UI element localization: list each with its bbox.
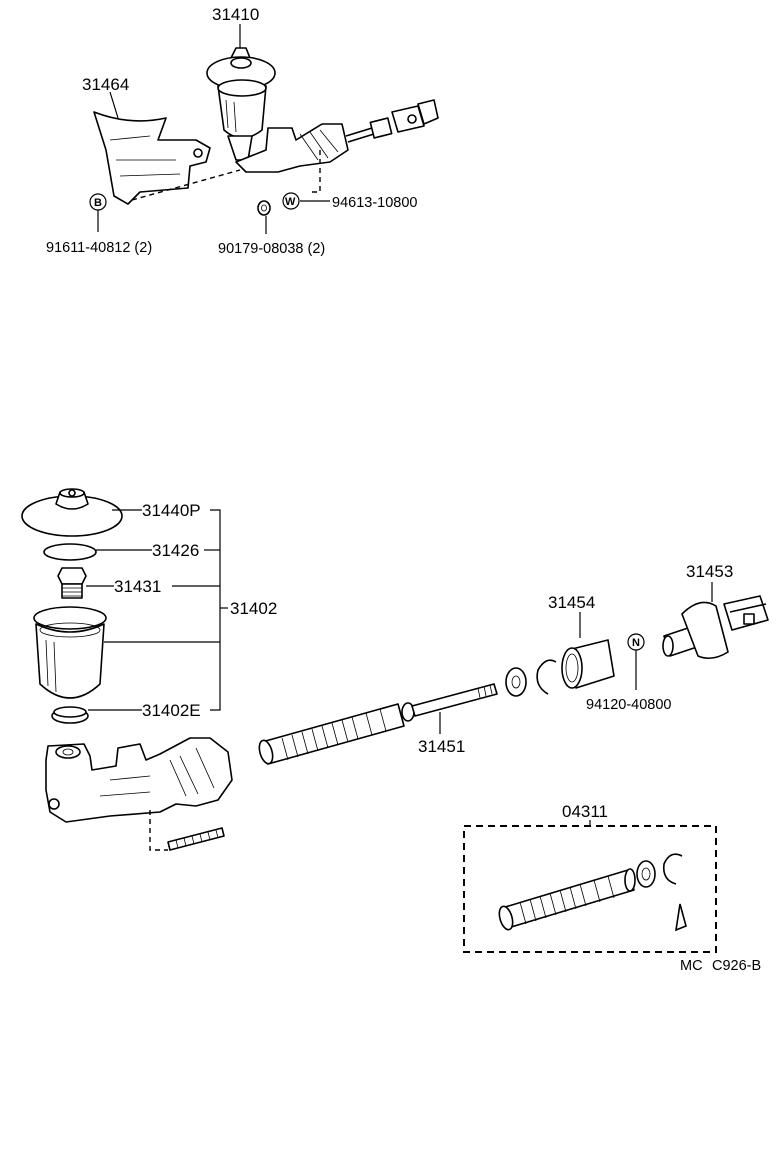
label-31410: 31410 <box>212 5 259 24</box>
alignment-dashes-washer <box>312 150 321 193</box>
kit-snap-ring[interactable] <box>662 853 683 885</box>
washer[interactable] <box>505 667 527 697</box>
label-31402: 31402 <box>230 599 277 618</box>
washer-symbol-icon <box>282 192 300 210</box>
kit-washer[interactable] <box>636 860 656 888</box>
footer-code: MC <box>680 958 703 974</box>
grommet-31402E[interactable] <box>51 706 89 724</box>
master-cylinder-top[interactable] <box>235 99 439 173</box>
label-31440P: 31440P <box>142 501 201 520</box>
nut-90179[interactable] <box>257 200 271 216</box>
label-31464: 31464 <box>82 75 129 94</box>
label-31454: 31454 <box>548 593 595 612</box>
leader-31464 <box>109 91 119 119</box>
bracket-31402 <box>210 509 221 711</box>
reservoir-top-assembly[interactable] <box>206 47 276 161</box>
alignment-dashes-stud <box>149 810 168 851</box>
label-90179: 90179-08038 (2) <box>218 241 325 257</box>
footer-figure-id: C926-B <box>712 958 761 974</box>
label-31453: 31453 <box>686 562 733 581</box>
washer-symbol-letter: W <box>285 196 296 208</box>
label-04311[interactable]: 04311 <box>562 802 608 821</box>
kit-piston[interactable] <box>497 868 636 931</box>
kit-cotter-pin[interactable] <box>674 903 687 932</box>
diaphragm-31426[interactable] <box>43 543 97 561</box>
reservoir-cap-31440P[interactable] <box>21 488 123 537</box>
boot-31454[interactable] <box>561 639 615 689</box>
clevis-31453[interactable] <box>662 595 769 660</box>
snap-ring[interactable] <box>536 659 557 695</box>
bracket-31464[interactable] <box>93 111 211 205</box>
label-31426: 31426 <box>152 541 199 560</box>
label-91611: 91611-40812 (2) <box>46 240 152 256</box>
bolt-symbol-letter: B <box>94 197 102 209</box>
alignment-dashes-top <box>131 169 241 201</box>
strainer-31431[interactable] <box>57 567 87 599</box>
reservoir-31402[interactable] <box>33 606 107 699</box>
piston-31451[interactable] <box>257 683 498 765</box>
label-94120: 94120-40800 <box>586 697 671 713</box>
label-31431: 31431 <box>114 577 161 596</box>
label-31451: 31451 <box>418 737 465 756</box>
label-31402E: 31402E <box>142 701 201 720</box>
label-94613: 94613-10800 <box>332 195 417 211</box>
master-cylinder-body[interactable] <box>45 737 233 823</box>
stud-bolt[interactable] <box>167 827 225 851</box>
nut-symbol-letter: N <box>632 637 640 649</box>
